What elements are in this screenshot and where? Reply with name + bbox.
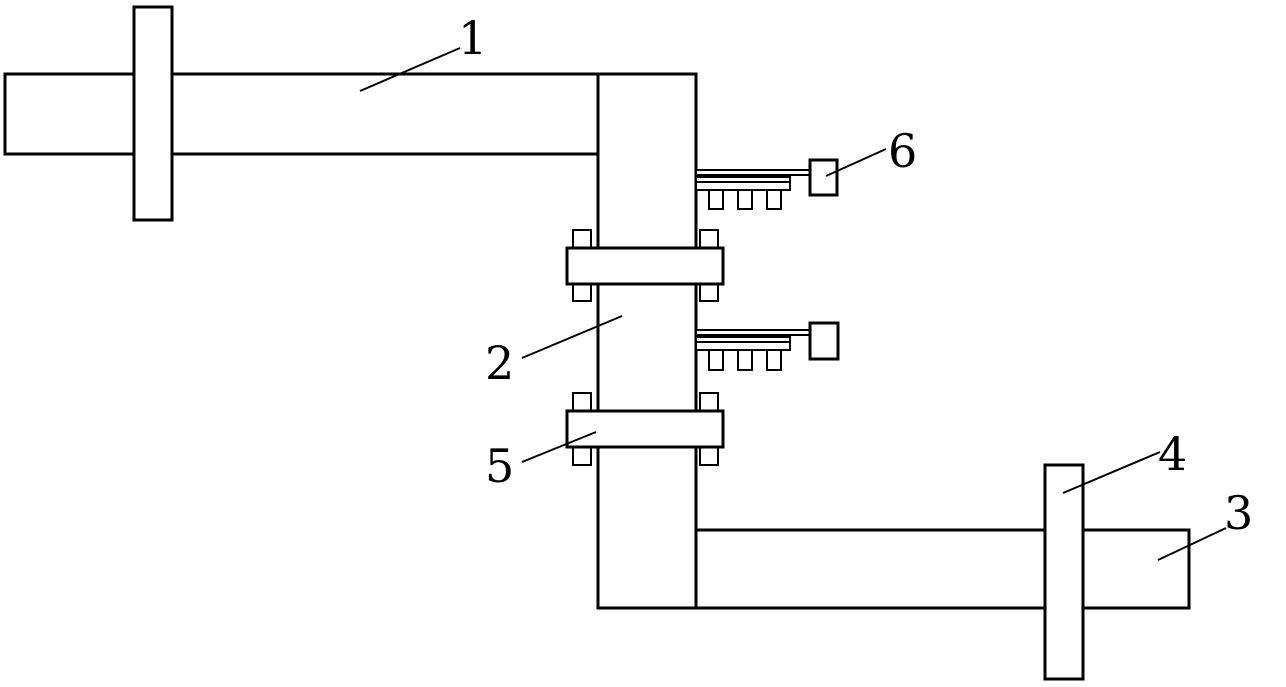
upper-fitting-tab [708, 189, 724, 210]
leader-line-6 [825, 148, 887, 177]
leader-line-1 [359, 47, 461, 92]
lower-fitting-tab [766, 349, 782, 371]
upper-clamp-bolt-head [699, 282, 719, 302]
leader-line-4 [1062, 451, 1161, 494]
lower-clamp-bolt-head [572, 446, 592, 466]
lower-fitting-box [808, 321, 840, 361]
lower-clamp [565, 392, 725, 466]
upper-clamp-bolt-head [572, 229, 592, 249]
callout-label-2: 2 [485, 336, 514, 390]
callout-label-3: 3 [1224, 486, 1253, 540]
upper-flange [132, 5, 174, 222]
lower-fitting-bar [695, 341, 791, 351]
upper-side-fitting [695, 158, 839, 210]
lower-fitting-tab [737, 349, 753, 371]
upper-fitting-box [808, 158, 839, 197]
lower-side-fitting [695, 321, 840, 371]
leader-line-2 [521, 315, 623, 359]
lower-clamp-band [565, 409, 725, 449]
lower-fitting-tab [708, 349, 724, 371]
callout-label-1: 1 [458, 11, 487, 65]
upper-fitting-rail [695, 169, 811, 176]
lower-flange [1043, 463, 1085, 681]
upper-clamp-bolt-head [699, 229, 719, 249]
upper-fitting-tab [737, 189, 753, 210]
leader-line-3 [1157, 527, 1227, 561]
upper-clamp-bolt-head [572, 282, 592, 302]
callout-label-6: 6 [888, 124, 917, 178]
upper-clamp [565, 229, 725, 302]
upper-horizontal-pipe [3, 72, 600, 156]
upper-fitting-bar [695, 181, 791, 191]
lower-fitting-rail [695, 329, 811, 336]
upper-fitting-tab [766, 189, 782, 210]
lower-clamp-bolt-head [699, 446, 719, 466]
callout-label-4: 4 [1158, 427, 1187, 481]
vertical-pipe [596, 72, 698, 610]
lower-horizontal-pipe [694, 528, 1191, 610]
upper-clamp-band [565, 246, 725, 286]
lower-clamp-bolt-head [572, 392, 592, 412]
leader-line-5 [521, 431, 597, 463]
callout-label-5: 5 [485, 439, 514, 493]
lower-clamp-bolt-head [699, 392, 719, 412]
